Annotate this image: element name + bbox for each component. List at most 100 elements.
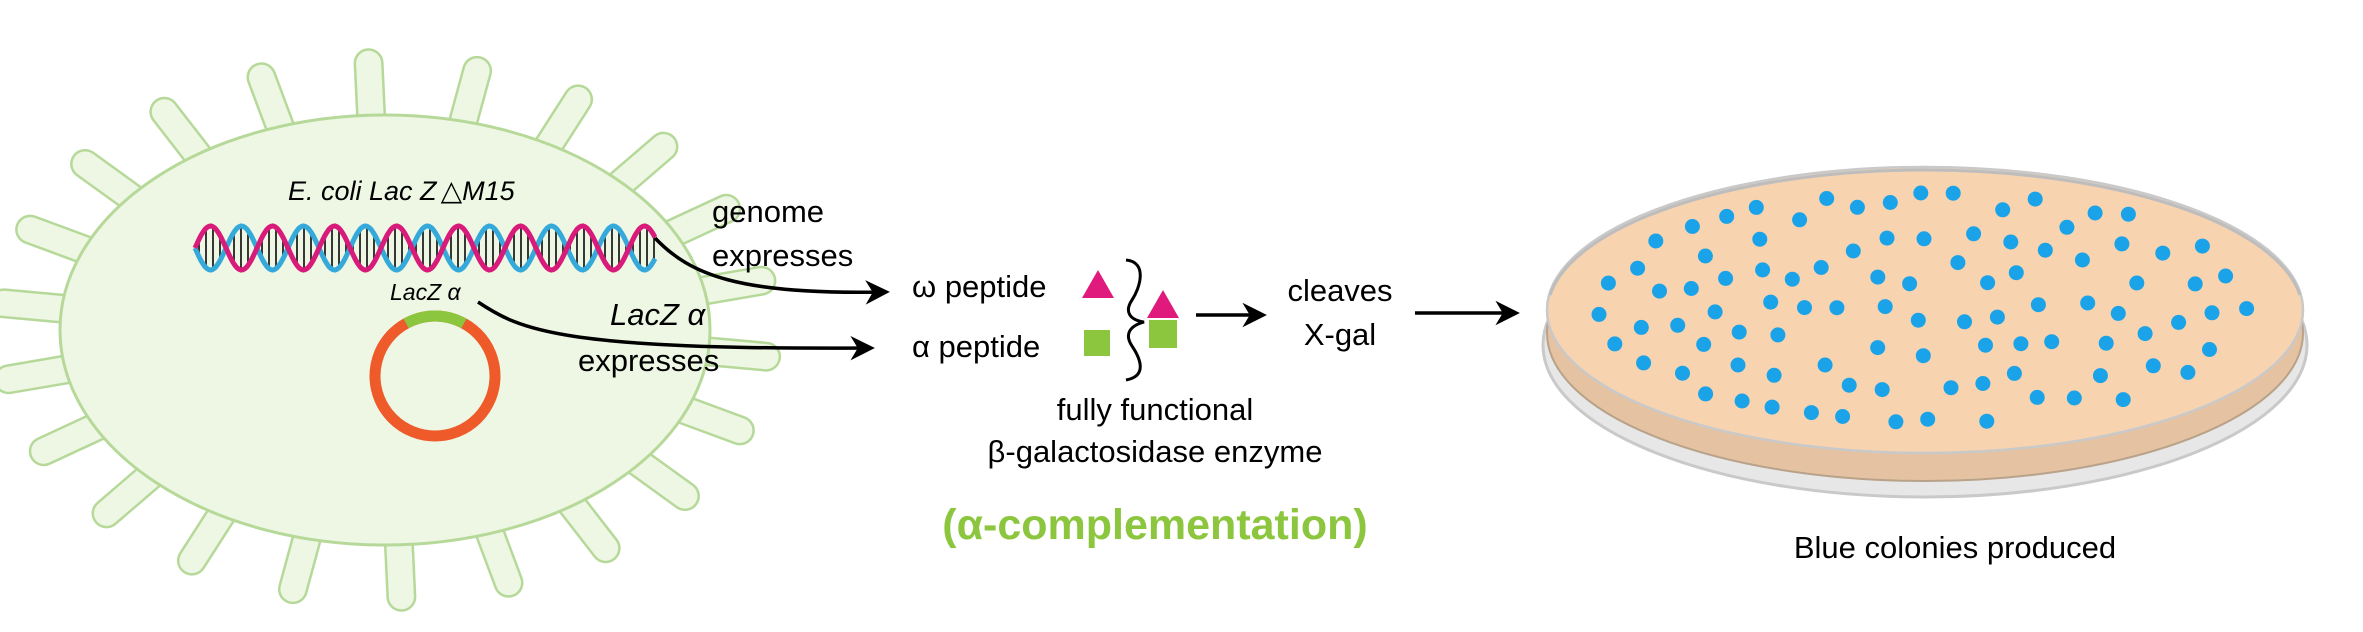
blue-colony [1766, 367, 1782, 383]
blue-colony [2087, 205, 2103, 221]
pilus-fill [620, 446, 698, 509]
blue-colony [1978, 337, 1993, 353]
pilus-fill [94, 459, 168, 526]
blue-colony [1849, 199, 1865, 215]
blue-colony [2059, 219, 2075, 235]
blue-colony [1670, 317, 1686, 333]
pilus-fill [666, 395, 753, 443]
blue-colony [2115, 392, 2131, 408]
pilus-fill [474, 513, 522, 596]
omega-peptide-triangle-icon [1082, 270, 1114, 298]
blue-colony [1718, 270, 1734, 286]
blue-colony [1979, 413, 1995, 429]
blue-colony [1920, 411, 1936, 427]
blue-colony [2218, 268, 2234, 284]
blue-colony [1792, 212, 1808, 228]
blue-colony [1975, 376, 1991, 391]
blue-colonies [1591, 185, 2255, 430]
omega-peptide-label: ω peptide [912, 269, 1047, 304]
enzyme-label-line2: β-galactosidase enzyme [988, 434, 1323, 469]
blue-colony [1752, 231, 1768, 247]
ecoli-cell: E. coli Lac Z△M15 LacZ α [0, 48, 782, 612]
blue-colony [1829, 300, 1845, 316]
strain-label: E. coli Lac Z△M15 [288, 175, 516, 206]
blue-colony [1913, 185, 1929, 201]
blue-colony [1950, 255, 1966, 271]
pilus-fill [0, 355, 86, 392]
plasmid-arrow [477, 300, 875, 361]
blue-colony [1652, 283, 1667, 299]
blue-colony [2092, 368, 2108, 384]
pilus-fill [356, 50, 384, 136]
pilus-fill [151, 99, 215, 174]
blue-colony [1755, 262, 1771, 278]
blue-colony [2074, 252, 2090, 268]
plasmid-label-line2: expresses [578, 343, 719, 378]
blue-colony [2194, 238, 2210, 254]
dna-strand-magenta [192, 223, 658, 273]
blue-colony [1675, 365, 1690, 381]
blue-colony [2171, 314, 2187, 330]
blue-colony [1684, 219, 1700, 234]
genome-label-line1: genome [712, 194, 824, 229]
blue-colony [2066, 390, 2082, 406]
complementation-label: (α-complementation) [942, 501, 1367, 549]
blue-colony [1607, 336, 1623, 352]
blue-colony [1835, 409, 1851, 424]
pilus-fill [280, 518, 322, 602]
enzyme-label-line1: fully functional [1057, 392, 1253, 427]
blue-colony [2027, 191, 2043, 207]
alpha-peptide-label: α peptide [912, 329, 1040, 364]
blue-colony [2145, 358, 2161, 374]
blue-colony [2110, 305, 2126, 321]
blue-colony [1989, 309, 2005, 325]
pilus-fill [179, 496, 238, 574]
blue-colony [1784, 271, 1800, 287]
blue-colony [1730, 357, 1746, 373]
blue-colony [2080, 295, 2096, 311]
pilus-fill [248, 64, 296, 147]
blue-colony [2180, 364, 2196, 380]
blue-colony [1845, 243, 1861, 259]
blue-colony [2187, 276, 2203, 292]
blue-colony [2013, 336, 2029, 352]
blue-colony [1995, 202, 2011, 218]
blue-colony [1916, 231, 1932, 247]
blue-colony [1764, 399, 1780, 415]
genome-label-line2: expresses [712, 238, 853, 273]
blue-colony [1957, 314, 1972, 330]
pilus-fill [532, 86, 591, 164]
blue-colony [1633, 319, 1649, 335]
blue-colony [1870, 340, 1886, 356]
cell-body [58, 113, 712, 547]
blue-colony [1797, 300, 1812, 316]
assembled-omega-triangle-icon [1147, 290, 1179, 318]
blue-colony [1748, 199, 1764, 215]
blue-colony [1770, 327, 1786, 343]
blue-colony [1902, 276, 1918, 292]
blue-colony [1870, 269, 1886, 285]
blue-colony [1879, 230, 1895, 246]
pilus-fill [31, 411, 116, 464]
genome-dna-helix [192, 223, 658, 273]
pilus-fill [0, 290, 83, 322]
plasmid [369, 310, 501, 442]
blue-colony [1698, 386, 1714, 402]
plasmid-lacz-segment [403, 310, 467, 329]
blue-colony [1819, 191, 1835, 206]
blue-colony [2037, 242, 2053, 258]
alpha-peptide-square-icon [1084, 330, 1110, 356]
blue-colony [1697, 248, 1713, 264]
pilus-fill [386, 524, 414, 610]
pilus-fill [684, 268, 774, 305]
plasmid-label-line1: LacZ α [610, 297, 707, 332]
pilus-fill [654, 196, 739, 249]
blue-colony [1591, 306, 1607, 322]
pilus-fill [17, 217, 104, 265]
blue-colony [1630, 260, 1646, 276]
blue-colony [1600, 275, 1616, 291]
genome-arrow [653, 236, 890, 305]
plate-caption: Blue colonies produced [1794, 530, 2116, 565]
pilus-fill [555, 486, 619, 561]
